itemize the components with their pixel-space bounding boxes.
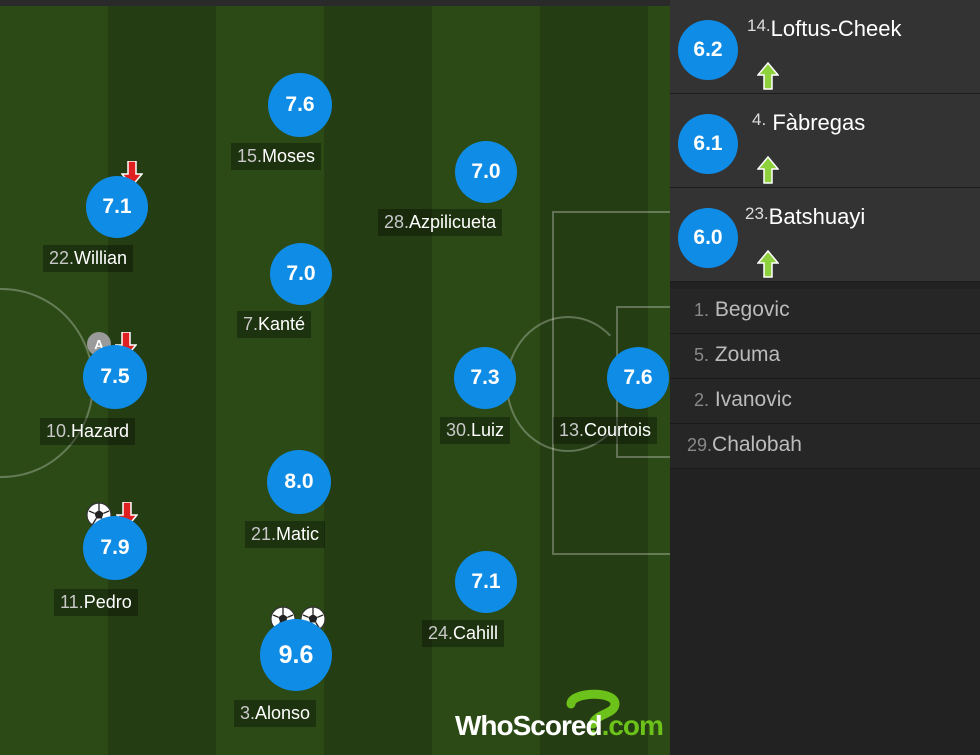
bench-name: 5. Zouma <box>694 343 781 366</box>
player-name-label: 15.Moses <box>231 143 322 170</box>
rating-bubble: 6.0 <box>678 208 738 268</box>
sub-name: 4. Fàbregas <box>752 110 866 135</box>
whoscored-logo[interactable]: WhoScored.com <box>455 688 664 748</box>
sub-row[interactable]: 6.0 23.Batshuayi <box>670 188 980 282</box>
logo-text: WhoScored.com <box>455 710 664 741</box>
rating-bubble: 7.1 <box>455 551 517 613</box>
sub-on-icon <box>757 156 779 184</box>
player-name-label: 24.Cahill <box>422 620 505 647</box>
player-name-label: 28.Azpilicueta <box>378 209 503 236</box>
player-name-label: 3.Alonso <box>234 700 317 727</box>
bench-name: 1. Begovic <box>694 298 790 321</box>
rating-bubble: 9.6 <box>260 619 332 691</box>
bench-row[interactable]: 2. Ivanovic <box>670 379 980 424</box>
rating-bubble: 7.0 <box>455 141 517 203</box>
player-name-label: 7.Kanté <box>237 311 312 338</box>
rating-bubble: 8.0 <box>267 450 331 514</box>
bench-row[interactable]: 1. Begovic <box>670 289 980 334</box>
sub-name: 23.Batshuayi <box>745 204 866 229</box>
rating-bubble: 7.9 <box>83 516 147 580</box>
pitch: 7.6 15.Moses 7.1 22.Willian 7.0 7.Kanté … <box>0 0 670 755</box>
bench-row[interactable]: 5. Zouma <box>670 334 980 379</box>
rating-bubble: 7.6 <box>268 73 332 137</box>
sub-on-icon <box>757 62 779 90</box>
sub-on-icon <box>757 250 779 278</box>
player-name-label: 13.Courtois <box>553 417 658 444</box>
rating-bubble: 6.1 <box>678 114 738 174</box>
player-name-label: 10.Hazard <box>40 418 136 445</box>
penalty-box <box>552 211 670 555</box>
top-bar <box>0 0 670 6</box>
substitutes-panel: 6.2 14.Loftus-Cheek 6.1 4. Fàbregas 6.0 … <box>670 0 980 755</box>
rating-bubble: 7.1 <box>86 176 148 238</box>
sub-row[interactable]: 6.2 14.Loftus-Cheek <box>670 0 980 94</box>
player-name-label: 22.Willian <box>43 245 134 272</box>
bench-row[interactable]: 29.Chalobah <box>670 424 980 469</box>
sub-name: 14.Loftus-Cheek <box>747 16 902 41</box>
rating-bubble: 7.3 <box>454 347 516 409</box>
center-circle <box>0 288 94 478</box>
rating-bubble: 7.0 <box>270 243 332 305</box>
rating-bubble: 7.6 <box>607 347 669 409</box>
player-name-label: 11.Pedro <box>54 589 138 616</box>
goal-icon <box>86 502 112 528</box>
logo-question-icon <box>566 689 620 736</box>
bench-name: 2. Ivanovic <box>694 388 792 411</box>
player-name-label: 30.Luiz <box>440 417 511 444</box>
bench-name: 29.Chalobah <box>687 433 802 456</box>
rating-bubble: 7.5 <box>83 345 147 409</box>
player-name-label: 21.Matic <box>245 521 326 548</box>
sub-row[interactable]: 6.1 4. Fàbregas <box>670 94 980 188</box>
rating-bubble: 6.2 <box>678 20 738 80</box>
